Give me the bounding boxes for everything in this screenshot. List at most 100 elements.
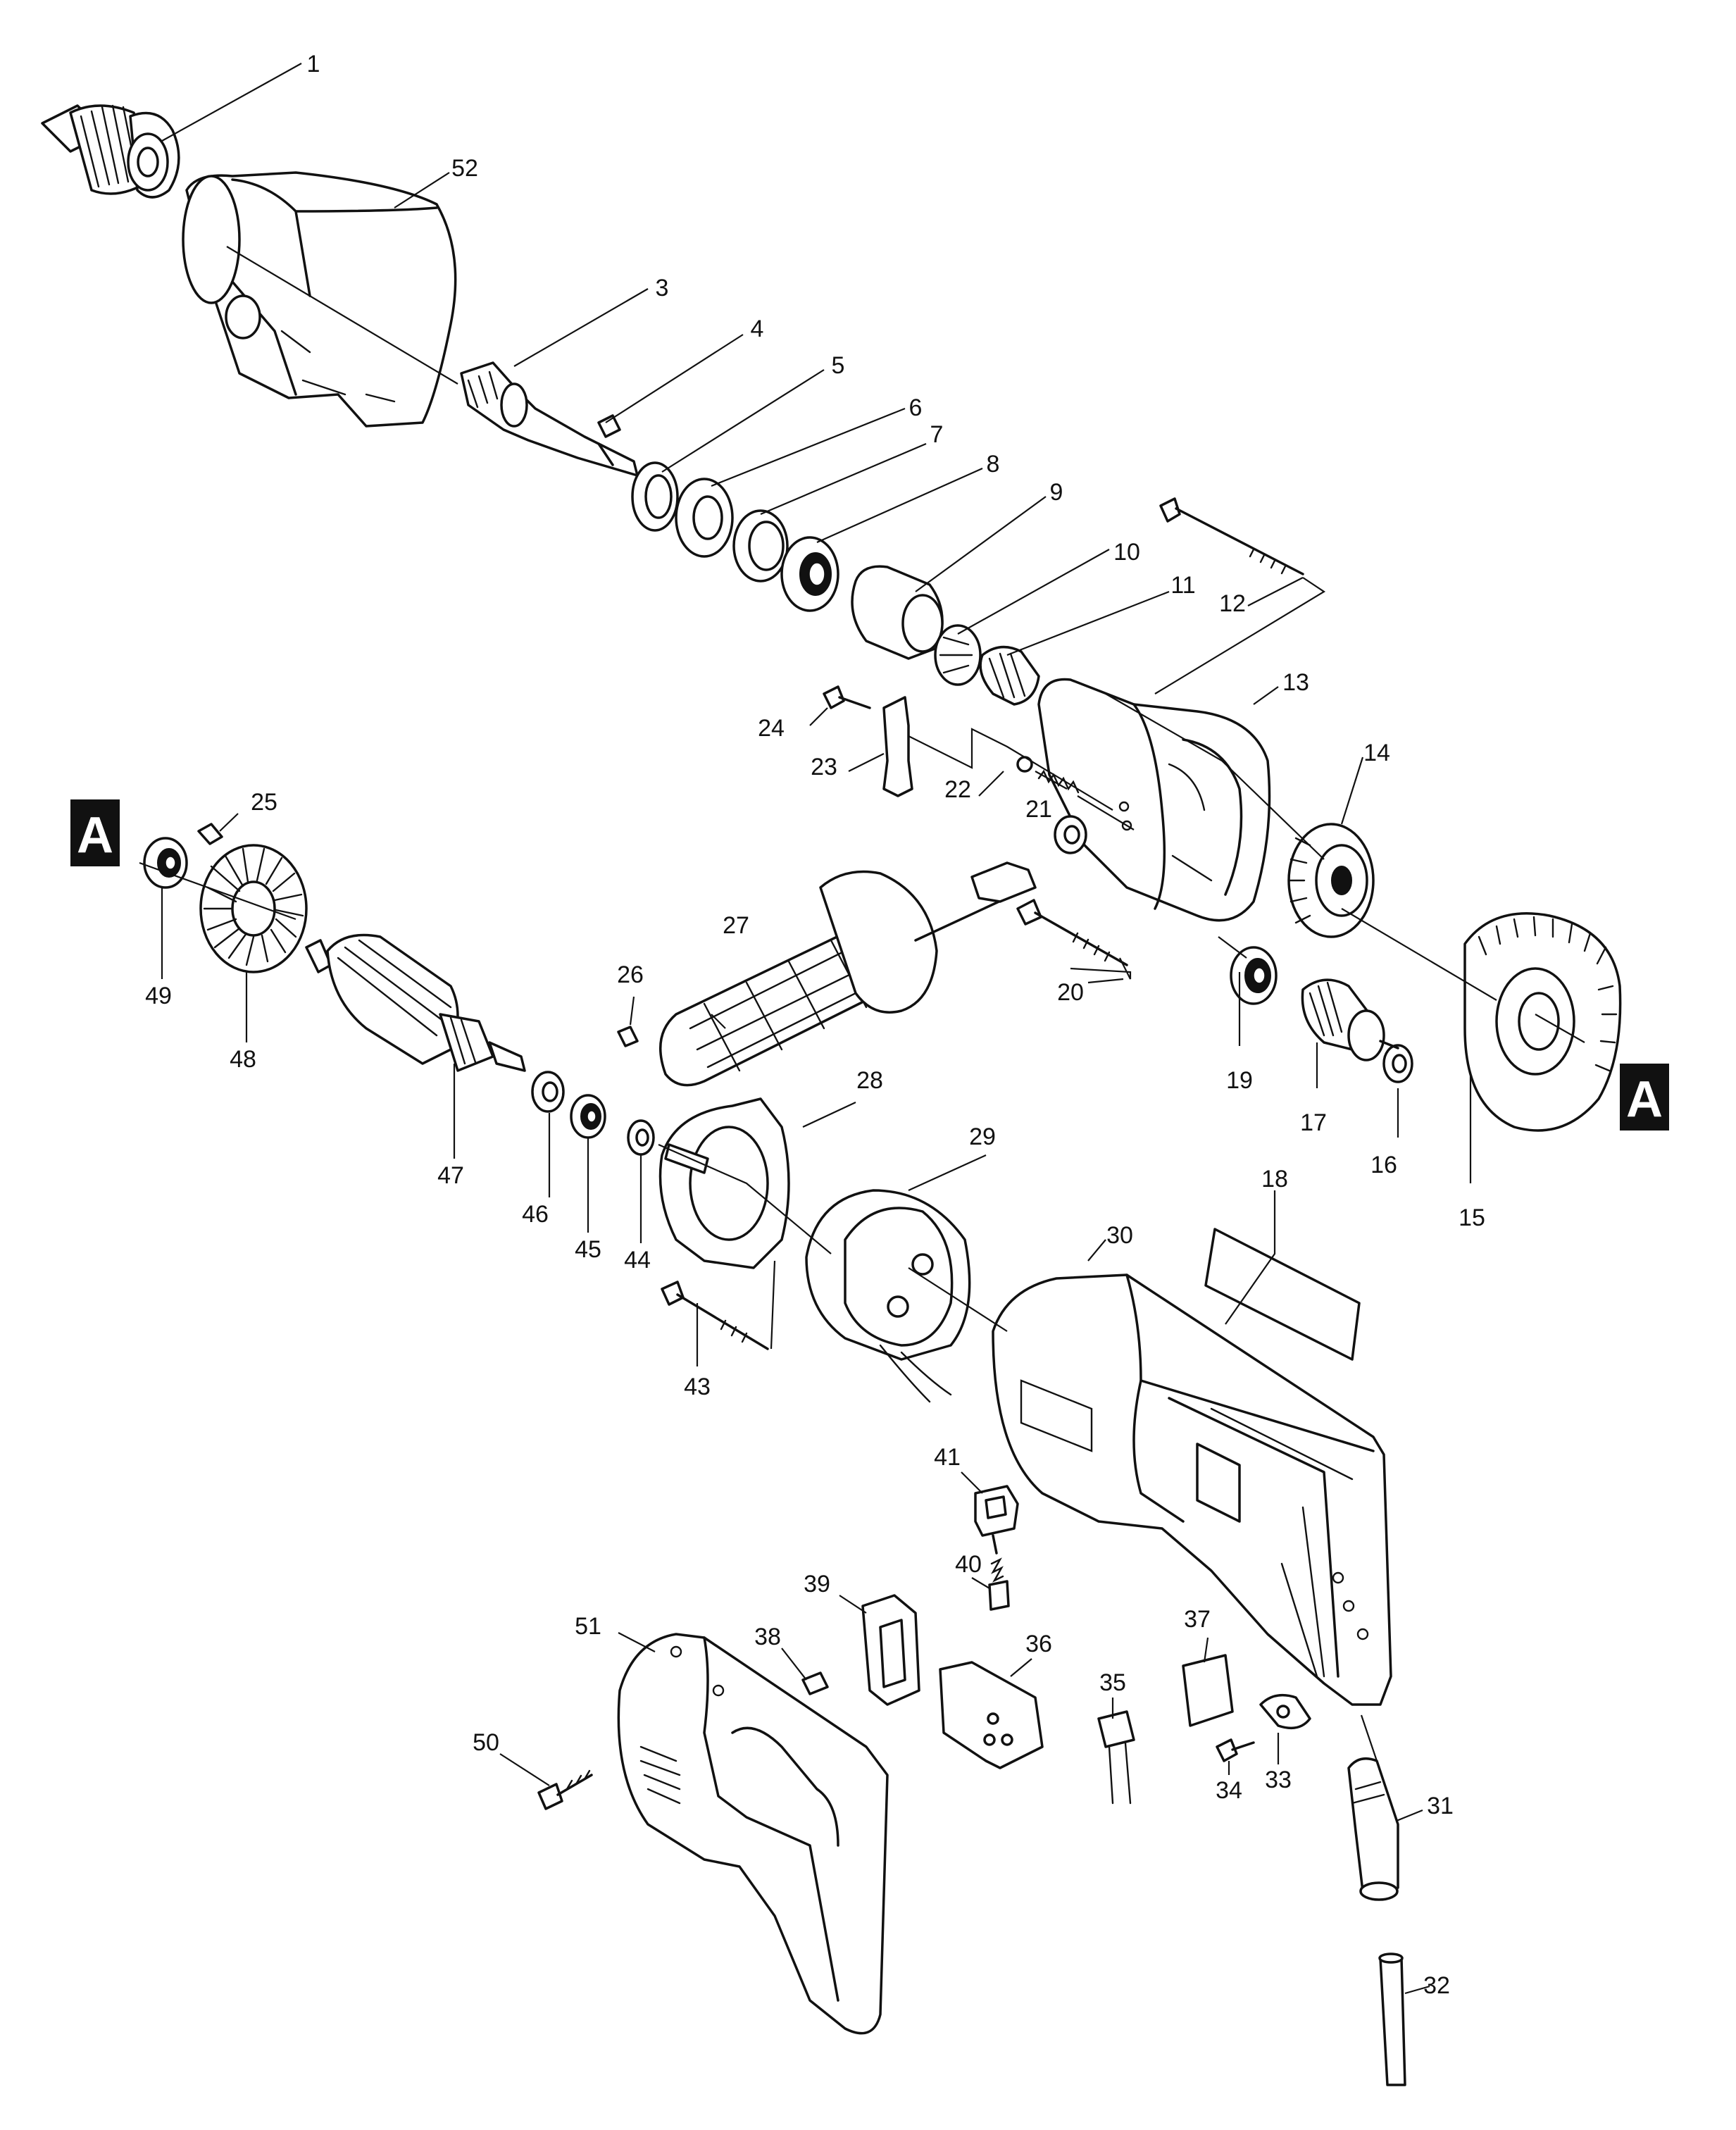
part-41-brush-holder xyxy=(974,1485,1019,1555)
label-part-51: 51 xyxy=(575,1613,601,1640)
part-49-bearing xyxy=(143,837,188,889)
part-40-carbon-brush xyxy=(988,1557,1010,1611)
part-30-motor-housing xyxy=(992,1273,1392,1706)
part-52-gear-housing xyxy=(182,171,457,428)
part-19-bearing xyxy=(1230,946,1278,1005)
part-51-handle-cover xyxy=(617,1633,889,2035)
part-13-housing-cover xyxy=(1037,678,1271,922)
leader-lines xyxy=(139,63,1585,1995)
label-part-50: 50 xyxy=(473,1729,499,1756)
part-25-pin xyxy=(197,823,223,845)
label-part-8: 8 xyxy=(987,451,1000,478)
label-part-24: 24 xyxy=(758,715,785,742)
label-part-22: 22 xyxy=(944,776,971,803)
label-part-49: 49 xyxy=(145,983,172,1009)
label-part-26: 26 xyxy=(617,961,644,988)
part-21-spring xyxy=(1037,769,1080,794)
part-17-pinion-gear xyxy=(1301,978,1399,1061)
part-15-helical-gear xyxy=(1463,912,1622,1132)
part-26-pin xyxy=(617,1026,639,1047)
label-part-12: 12 xyxy=(1219,590,1246,617)
part-45-bearing xyxy=(570,1094,606,1139)
part-8-ball-bearing xyxy=(780,536,839,612)
label-part-29: 29 xyxy=(969,1123,996,1150)
label-part-27: 27 xyxy=(723,912,749,939)
part-14-gear xyxy=(1287,823,1375,938)
part-47-armature xyxy=(305,933,526,1072)
label-part-25: 25 xyxy=(251,789,277,816)
label-part-32: 32 xyxy=(1423,1972,1450,1999)
label-part-4: 4 xyxy=(751,316,764,342)
section-marker-left-letter: A xyxy=(77,807,113,864)
label-part-11: 11 xyxy=(1170,572,1195,599)
part-38-pin xyxy=(801,1671,829,1695)
label-part-36: 36 xyxy=(1025,1631,1052,1657)
part-37-capacitor xyxy=(1182,1654,1234,1727)
label-part-9: 9 xyxy=(1050,479,1063,506)
label-part-1: 1 xyxy=(307,51,320,77)
label-part-48: 48 xyxy=(230,1046,256,1073)
label-part-7: 7 xyxy=(930,421,944,448)
label-part-46: 46 xyxy=(522,1201,549,1228)
part-34-screw xyxy=(1216,1738,1255,1762)
label-part-10: 10 xyxy=(1113,539,1140,566)
label-part-21: 21 xyxy=(1025,796,1052,823)
label-part-47: 47 xyxy=(437,1162,464,1189)
label-part-28: 28 xyxy=(856,1067,883,1094)
section-marker-left: A xyxy=(70,799,120,866)
label-part-31: 31 xyxy=(1427,1793,1454,1819)
part-31-cord-guard xyxy=(1347,1757,1399,1901)
part-50-screw xyxy=(537,1769,593,1810)
label-part-44: 44 xyxy=(624,1247,651,1273)
label-part-13: 13 xyxy=(1282,669,1309,696)
part-33-strain-relief xyxy=(1259,1693,1311,1730)
label-part-52: 52 xyxy=(451,155,478,182)
part-23-lever xyxy=(882,696,913,797)
section-marker-right: A xyxy=(1620,1064,1669,1131)
part-48-fan xyxy=(199,844,308,973)
label-part-6: 6 xyxy=(909,394,923,421)
section-marker-right-letter: A xyxy=(1626,1071,1663,1128)
part-10-clutch-cam xyxy=(934,624,982,686)
part-7-bearing-retainer xyxy=(732,509,789,583)
label-part-33: 33 xyxy=(1265,1767,1292,1793)
part-39-switch-cover xyxy=(861,1594,920,1706)
part-4-key xyxy=(597,414,621,438)
part-35-terminal xyxy=(1097,1710,1135,1805)
part-12-long-screw xyxy=(1159,497,1304,575)
label-part-20: 20 xyxy=(1057,979,1084,1006)
part-20-screw xyxy=(1016,899,1128,966)
part-1-drill-chuck xyxy=(41,104,180,199)
label-part-16: 16 xyxy=(1370,1152,1397,1178)
label-part-3: 3 xyxy=(656,275,669,301)
label-part-18: 18 xyxy=(1261,1166,1288,1192)
part-5-retaining-ring xyxy=(631,461,679,532)
part-16-washer xyxy=(1382,1044,1413,1083)
label-part-37: 37 xyxy=(1184,1606,1211,1633)
part-28-baffle-plate xyxy=(658,1097,790,1269)
label-part-5: 5 xyxy=(832,352,845,379)
part-9-sleeve xyxy=(851,565,944,660)
label-part-30: 30 xyxy=(1106,1222,1133,1249)
part-labels: 1 52 3 4 5 6 7 8 9 10 11 12 13 14 15 16 … xyxy=(145,51,1485,1999)
part-27-side-handle xyxy=(659,861,1037,1087)
label-part-45: 45 xyxy=(575,1236,601,1263)
part-46-washer xyxy=(531,1071,565,1113)
label-part-19: 19 xyxy=(1226,1067,1253,1094)
label-part-40: 40 xyxy=(955,1551,982,1578)
part-43-screw xyxy=(661,1281,769,1350)
part-6-washer xyxy=(675,478,734,558)
part-36-switch xyxy=(939,1661,1044,1769)
part-18-nameplate xyxy=(1204,1228,1361,1361)
label-part-23: 23 xyxy=(811,754,837,780)
label-part-34: 34 xyxy=(1216,1777,1242,1804)
label-part-38: 38 xyxy=(754,1624,781,1650)
label-part-17: 17 xyxy=(1300,1109,1327,1136)
label-part-39: 39 xyxy=(804,1571,830,1598)
label-part-41: 41 xyxy=(934,1444,961,1471)
part-32-cord xyxy=(1378,1953,1406,2086)
part-44-washer xyxy=(627,1119,655,1156)
part-29-field xyxy=(805,1189,971,1403)
label-part-35: 35 xyxy=(1099,1669,1126,1696)
